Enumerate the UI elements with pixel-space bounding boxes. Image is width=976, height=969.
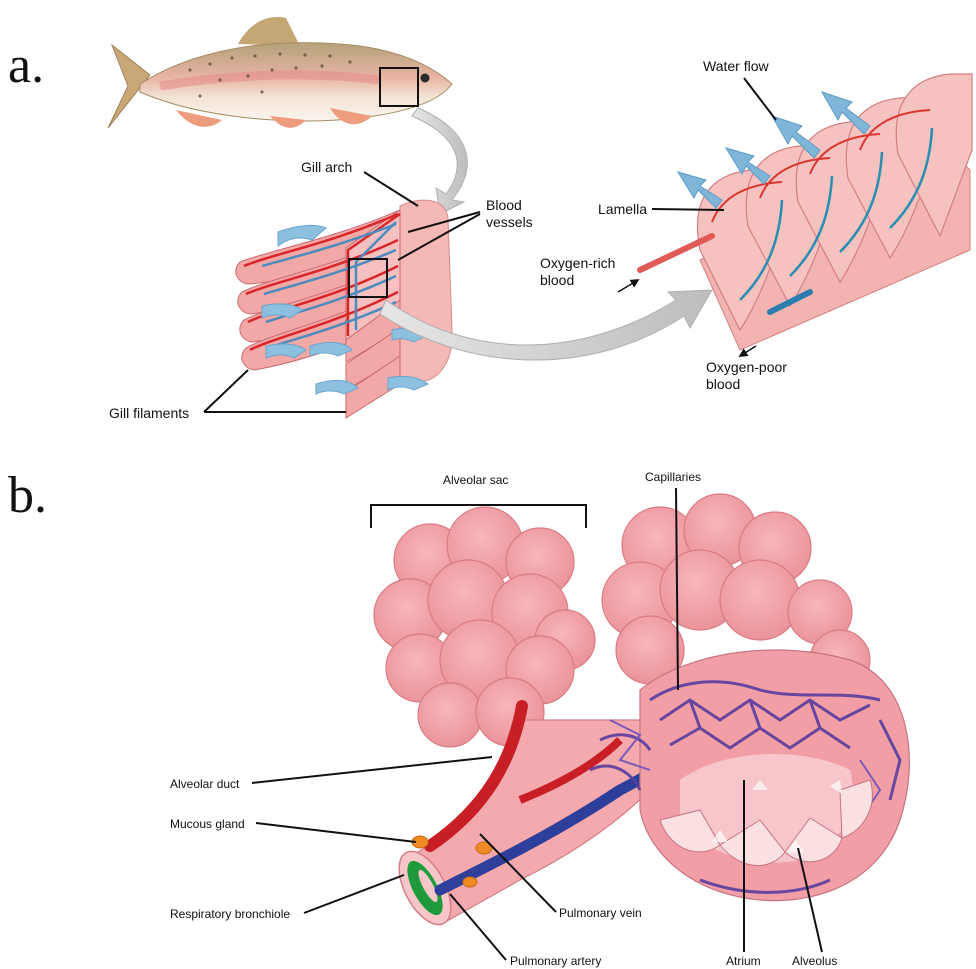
label-oxygen-poor-1: Oxygen-poor: [706, 359, 787, 375]
leader-alveolar-duct: [252, 757, 492, 783]
label-blood-vessels-1: Blood: [486, 197, 522, 213]
label-capillaries: Capillaries: [645, 470, 701, 484]
label-gill-filaments: Gill filaments: [109, 405, 189, 421]
leader-gill-filaments-1: [204, 370, 248, 412]
panel-a-letter: a.: [8, 37, 44, 94]
leader-oxygen-rich: [618, 280, 638, 292]
trout-illustration: [108, 17, 452, 128]
label-oxygen-poor-2: blood: [706, 376, 740, 392]
leader-water-flow: [744, 78, 776, 120]
zoom-arrow-1: [412, 108, 467, 214]
leader-respiratory-bronchiole: [304, 875, 404, 913]
label-alveolar-sac: Alveolar sac: [443, 473, 508, 487]
leader-mucous-gland: [256, 823, 416, 842]
label-water-flow: Water flow: [703, 58, 769, 74]
label-blood-vessels-2: vessels: [486, 214, 533, 230]
alveolar-sac-cluster-left: [374, 507, 595, 747]
label-respiratory-bronchiole: Respiratory bronchiole: [170, 907, 290, 921]
label-gill-arch: Gill arch: [301, 159, 352, 175]
label-mucous-gland: Mucous gland: [170, 817, 245, 831]
leader-gill-arch: [364, 172, 418, 206]
label-lamella: Lamella: [598, 201, 647, 217]
leader-lamella: [652, 209, 724, 210]
label-oxygen-rich-1: Oxygen-rich: [540, 255, 615, 271]
panel-b-letter: b.: [8, 467, 47, 524]
label-alveolus: Alveolus: [792, 954, 837, 968]
label-pulmonary-artery: Pulmonary artery: [510, 954, 601, 968]
label-oxygen-rich-2: blood: [540, 272, 574, 288]
label-pulmonary-vein: Pulmonary vein: [559, 906, 642, 920]
label-atrium: Atrium: [726, 954, 761, 968]
label-alveolar-duct: Alveolar duct: [170, 777, 240, 791]
gill-structure: [236, 200, 452, 418]
